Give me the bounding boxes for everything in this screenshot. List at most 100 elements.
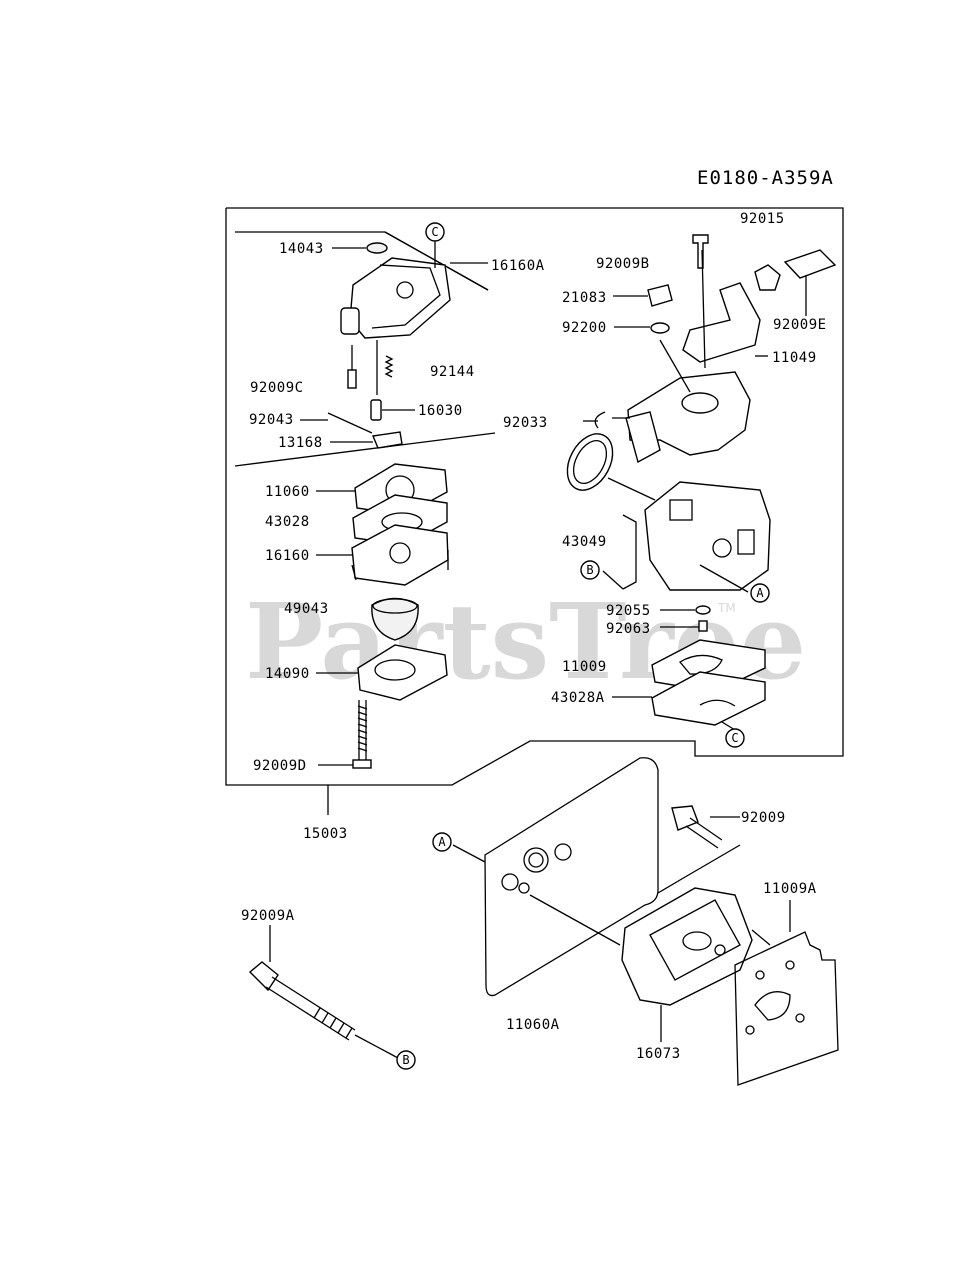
part-detail (554, 843, 572, 861)
part-21083-shape (647, 284, 673, 307)
part-label-92144: 92144 (430, 364, 475, 380)
part-detail (669, 499, 693, 521)
part-label-14090: 14090 (265, 666, 310, 682)
watermark-tm: TM (717, 601, 736, 615)
svg-text:A: A (438, 835, 446, 849)
part-detail (714, 944, 726, 956)
part-detail (754, 264, 781, 291)
leader-line (701, 249, 706, 369)
part-detail (372, 598, 418, 614)
part-detail (682, 931, 712, 951)
part-14090-shape (357, 644, 448, 701)
subframe-line (384, 231, 489, 291)
part-detail (371, 264, 441, 329)
part-14043-shape (366, 242, 388, 254)
svg-text:C: C (731, 731, 738, 745)
part-92043-shape (327, 412, 373, 434)
part-label-92009A: 92009A (241, 908, 295, 924)
part-label-11009: 11009 (562, 659, 607, 675)
leader-line (602, 570, 624, 590)
part-label-16160A: 16160A (491, 258, 545, 274)
part-92009E-shape (783, 249, 837, 279)
callout-a-right: A (750, 583, 770, 603)
part-label-11060A: 11060A (506, 1017, 560, 1033)
part-11009A-shape (734, 931, 839, 1086)
part-16030-shape (370, 399, 382, 421)
callout-b-lower: B (396, 1050, 416, 1070)
part-label-16160: 16160 (265, 548, 310, 564)
part-detail (572, 440, 608, 484)
part-label-13168: 13168 (278, 435, 323, 451)
part-label-92009E: 92009E (773, 317, 827, 333)
part-detail (685, 817, 723, 849)
leader-line (657, 844, 741, 894)
leader-line (751, 929, 771, 946)
svg-text:B: B (586, 563, 593, 577)
part-92144-shape (384, 355, 394, 378)
leader-line (659, 339, 691, 393)
part-detail (396, 281, 414, 299)
bracket-line (622, 514, 637, 590)
assembly-frame (225, 207, 844, 786)
part-detail (357, 705, 368, 752)
leader-line (452, 844, 486, 863)
part-label-43028: 43028 (265, 514, 310, 530)
part-92009C-shape (347, 369, 357, 389)
part-label-92043: 92043 (249, 412, 294, 428)
part-11060A-shape (484, 757, 659, 997)
part-detail (737, 529, 755, 555)
part-detail (528, 852, 544, 868)
part-label-92009: 92009 (741, 810, 786, 826)
part-92009-shape (671, 805, 699, 831)
part-label-11049: 11049 (772, 350, 817, 366)
part-92009B-shape (692, 234, 709, 269)
part-label-92015: 92015 (740, 211, 785, 227)
part-detail (745, 1025, 755, 1035)
part-detail (795, 1013, 805, 1023)
part-92009A-shape (248, 961, 279, 992)
part-detail (754, 991, 791, 1021)
part-label-14043: 14043 (279, 241, 324, 257)
part-detail (785, 960, 795, 970)
callout-c-bottom: C (725, 728, 745, 748)
subframe-line (234, 432, 496, 467)
part-92055-shape (695, 605, 711, 615)
part-detail (351, 550, 449, 581)
part-detail (374, 659, 416, 681)
part-label-16030: 16030 (418, 403, 463, 419)
svg-text:C: C (431, 225, 438, 239)
part-11049-shape (682, 282, 761, 363)
part-43028A-shape (651, 671, 766, 726)
part-label-49043: 49043 (284, 601, 329, 617)
part-detail (265, 976, 356, 1041)
part-detail (389, 542, 411, 564)
diagram-code: E0180-A359A (697, 167, 834, 189)
part-detail (313, 1007, 353, 1039)
callout-b-left: B (580, 560, 600, 580)
part-detail (755, 970, 765, 980)
part-detail (523, 847, 549, 873)
part-detail (518, 882, 530, 894)
part-label-92200: 92200 (562, 320, 607, 336)
part-detail (649, 899, 741, 981)
part-92063-shape (698, 620, 708, 632)
part-92033-shape (594, 411, 606, 429)
part-label-92033: 92033 (503, 415, 548, 431)
part-label-92063: 92063 (606, 621, 651, 637)
part-detail (681, 392, 719, 414)
part-label-92009C: 92009C (250, 380, 304, 396)
part-label-92009D: 92009D (253, 758, 307, 774)
leader-line (354, 1034, 399, 1059)
callout-c-top: C (425, 222, 445, 242)
part-label-11009A: 11009A (763, 881, 817, 897)
svg-text:A: A (756, 586, 764, 600)
leader-line (699, 564, 749, 593)
part-detail (625, 411, 661, 464)
part-detail (352, 759, 372, 769)
part-92200-shape (650, 322, 670, 334)
part-label-92009B: 92009B (596, 256, 650, 272)
part-13168-shape (372, 431, 403, 449)
part-label-15003: 15003 (303, 826, 348, 842)
carb-gasket-ring (566, 433, 614, 491)
